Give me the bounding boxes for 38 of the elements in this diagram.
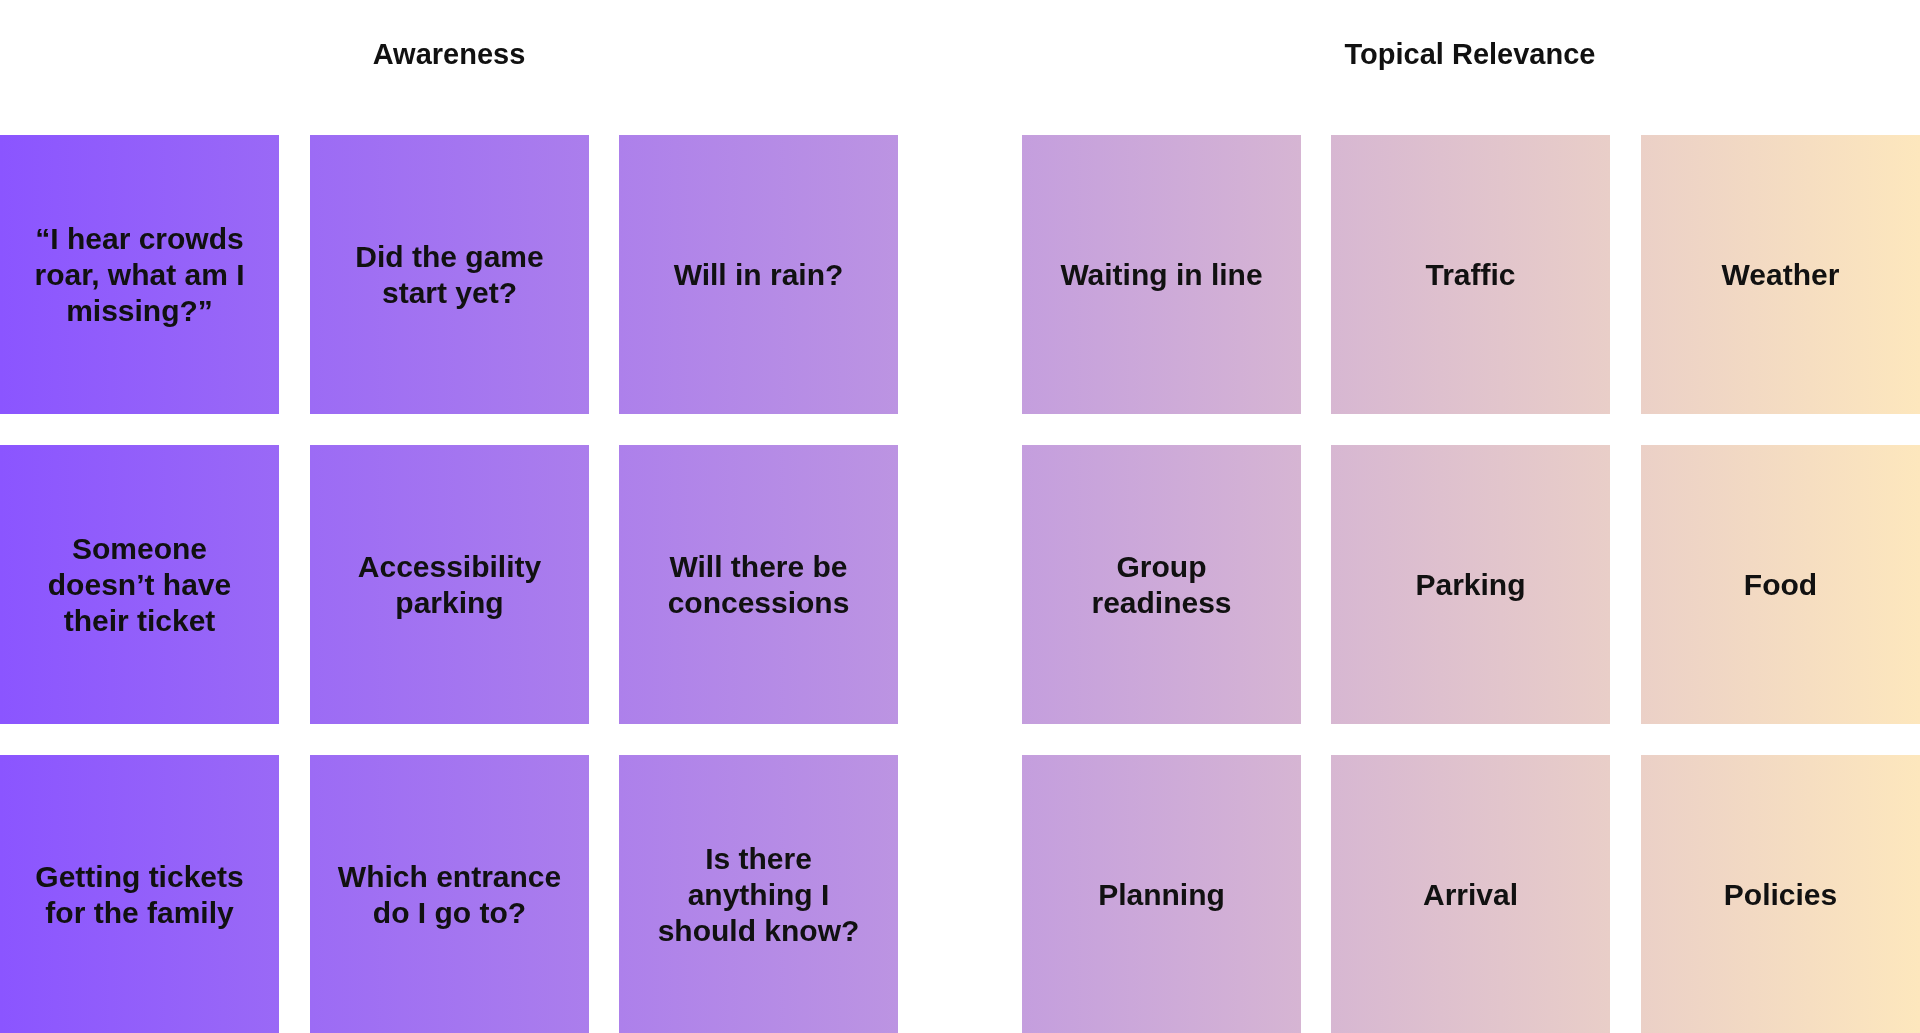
card-text: “I hear crowds roar, what am I missing?” [33,220,246,329]
sticky-card [619,445,898,724]
card-text: Did the game start yet? [354,238,545,311]
sticky-card [1331,135,1610,414]
sticky-card [1331,755,1610,1033]
card-text: Food [1743,566,1818,603]
card-text: Waiting in line [1060,256,1263,293]
sticky-card [1022,445,1301,724]
sticky-card [0,135,279,414]
card-text: Accessibility parking [356,548,543,621]
card-text: Which entrance do I go to? [336,858,563,931]
section-heading: Awareness [372,38,526,71]
sticky-card [1641,755,1920,1033]
card-text: Getting tickets for the family [34,858,245,931]
card-text: Is there anything I should know? [656,840,861,949]
sticky-card [619,135,898,414]
sticky-card [619,755,898,1033]
card-text: Arrival [1422,876,1519,913]
card-text: Traffic [1425,256,1516,293]
card-text: Someone doesn’t have their ticket [46,530,233,639]
card-text: Group readiness [1090,548,1233,621]
sticky-card [1641,135,1920,414]
card-text: Will there be concessions [666,548,851,621]
sticky-card [1022,755,1301,1033]
sticky-card [0,755,279,1033]
section-heading: Topical Relevance [1344,38,1596,71]
card-text: Weather [1721,256,1840,293]
card-text: Parking [1415,566,1526,603]
sticky-card [310,135,589,414]
sticky-card [0,445,279,724]
card-text: Policies [1723,876,1838,913]
sticky-card [310,445,589,724]
sticky-card [1641,445,1920,724]
sticky-card [1331,445,1610,724]
card-text: Planning [1098,876,1225,913]
card-text: Will in rain? [673,256,844,293]
sticky-card [1022,135,1301,414]
sticky-card [310,755,589,1033]
